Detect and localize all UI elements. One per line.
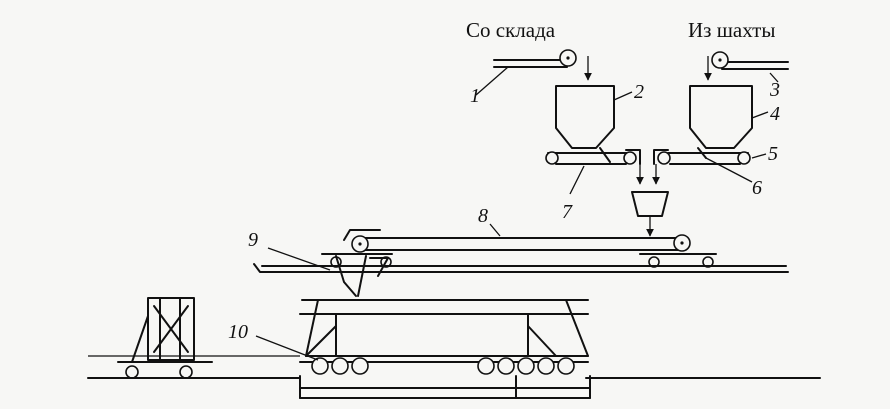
conveyor-8	[321, 223, 717, 255]
wagon-small	[117, 297, 213, 379]
conveyor-1	[475, 49, 577, 96]
bunker-2	[555, 85, 633, 149]
feeder-7	[545, 147, 641, 195]
transfer-chute	[631, 191, 669, 217]
feeder-5	[653, 147, 767, 183]
upper-rail	[253, 263, 789, 273]
num-7: 7	[562, 201, 573, 223]
num-6: 6	[752, 177, 762, 199]
bunker-4	[689, 85, 769, 149]
discharge-chute-9	[267, 247, 389, 297]
wagon-10	[255, 299, 591, 399]
num-2: 2	[634, 81, 644, 103]
num-3: 3	[769, 79, 780, 101]
num-4: 4	[770, 103, 780, 125]
label-from-mine: Из шахты	[688, 18, 775, 42]
label-from-storage: Со склада	[466, 18, 556, 42]
num-9: 9	[248, 229, 258, 251]
num-8: 8	[478, 205, 488, 227]
num-1: 1	[470, 85, 480, 107]
num-5: 5	[768, 143, 778, 165]
conveyor-3	[711, 51, 789, 83]
num-10: 10	[228, 321, 248, 343]
